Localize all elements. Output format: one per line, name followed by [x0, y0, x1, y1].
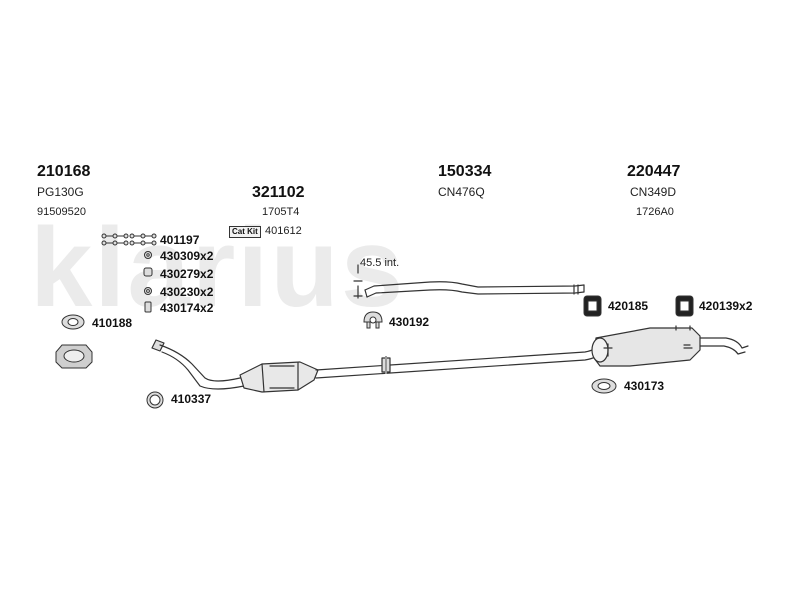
bolt-set-icon — [101, 233, 157, 246]
front-pipe-shape — [151, 339, 245, 390]
nut-icon — [144, 251, 152, 259]
center-pipe-length-note: 45.5 int. — [360, 257, 400, 269]
rear-box-ref-1: CN349D — [630, 185, 677, 199]
ring-seal-label: 410337 — [171, 392, 212, 406]
rubber-mount-icon — [583, 295, 602, 317]
center-pipe-shape — [353, 264, 585, 299]
watermark-logo: klarius — [30, 205, 406, 330]
clamp-icon — [363, 311, 383, 329]
rubber-mount-icon — [675, 295, 694, 317]
catalyst-ref-1: 1705T4 — [262, 206, 300, 218]
rubber-mount-2-label: 420139x2 — [699, 299, 753, 313]
cat-kit-badge: Cat Kit — [229, 226, 261, 238]
fitting-label-bolt-set: 401197 — [160, 233, 200, 247]
front-pipe-ref-1: PG130G — [37, 185, 84, 199]
clamp-icon — [591, 378, 617, 394]
rear-silencer-shape — [591, 325, 749, 367]
rubber-mount-1-label: 420185 — [608, 299, 649, 313]
spring-icon — [143, 267, 153, 277]
gasket-icon — [61, 314, 85, 330]
rear-box-ref-2: 1726A0 — [636, 206, 674, 218]
front-pipe-part-number: 210168 — [37, 163, 91, 180]
fitting-label-washer: 430230x2 — [160, 285, 214, 299]
stud-icon — [144, 301, 152, 313]
fitting-label-stud: 430174x2 — [160, 301, 214, 315]
washer-icon — [144, 287, 152, 295]
fitting-label-nut: 430309x2 — [160, 249, 214, 263]
catalyst-part-number: 321102 — [252, 184, 305, 201]
rubber-mount-icon — [55, 344, 93, 369]
rear-clamp-label: 430173 — [624, 379, 665, 393]
cat-kit-number: 401612 — [265, 225, 302, 237]
fitting-label-spring: 430279x2 — [160, 267, 214, 281]
gasket-label: 410188 — [92, 316, 133, 330]
catalytic-converter-shape — [239, 361, 319, 393]
front-pipe-ref-2: 91509520 — [37, 206, 86, 218]
ring-seal-icon — [146, 391, 164, 409]
center-pipe-ref-1: CN476Q — [438, 185, 485, 199]
rear-box-part-number: 220447 — [627, 163, 681, 180]
center-pipe-part-number: 150334 — [438, 163, 492, 180]
center-clamp-label: 430192 — [389, 315, 430, 329]
